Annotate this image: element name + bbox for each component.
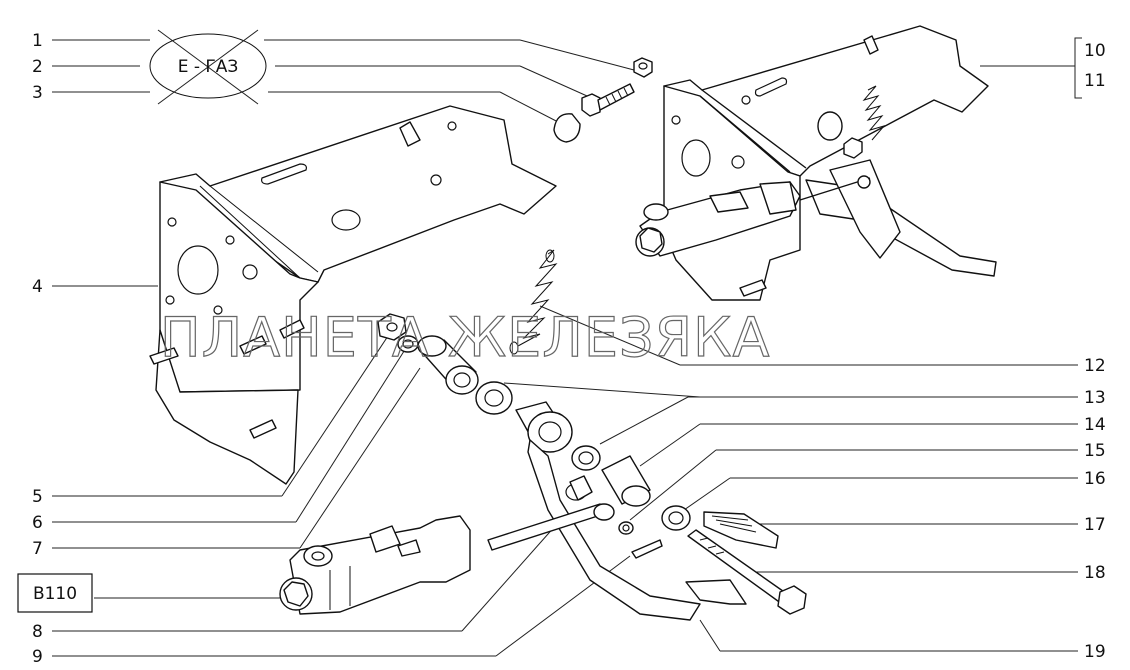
callout-1: 1 [32,31,43,51]
callout-5: 5 [32,487,43,507]
pedal-pad-17 [703,511,779,549]
bolt-18 [687,529,807,615]
master-cylinder-b110 [279,515,471,615]
sleeve-15 [601,455,651,507]
bolt-2 [581,83,635,117]
pedal-bracket-4 [149,105,557,485]
pedal-19 [527,439,747,621]
callout-14: 14 [1084,415,1106,435]
callout-12: 12 [1084,356,1106,376]
variant-crossed-label: E - ГАЗ [149,29,267,105]
model-box-label: B110 [33,584,77,604]
callout-8: 8 [32,622,43,642]
cap-3 [553,113,581,143]
pin-8 [487,503,615,551]
model-box: B110 [17,573,93,613]
callout-11: 11 [1084,71,1106,91]
washer-14 [571,445,601,471]
callout-6: 6 [32,513,43,533]
bushing-13b [515,401,573,453]
callout-15: 15 [1084,441,1106,461]
callout-4: 4 [32,277,43,297]
callout-7: 7 [32,539,43,559]
leader-lines [52,39,1078,657]
callout-9: 9 [32,647,43,667]
bracket-10-11 [1074,37,1082,99]
callout-18: 18 [1084,563,1106,583]
callout-16: 16 [1084,469,1106,489]
callout-3: 3 [32,83,43,103]
right-callouts: 10 11 12 13 14 15 16 17 18 19 [1084,41,1106,662]
nut-1 [633,57,653,78]
bushing-13a [475,381,513,415]
return-spring-12 [509,249,558,355]
pedal-bracket-assembled-10-11 [635,25,997,301]
callout-17: 17 [1084,515,1106,535]
washer-small [618,521,634,535]
washer-16 [661,505,691,531]
variant-label: E - ГАЗ [178,57,239,77]
callout-19: 19 [1084,642,1106,662]
cotter-pin-9 [631,539,663,559]
nut-5 [377,313,407,341]
left-callouts: 1 2 3 4 5 6 7 8 9 [32,31,43,667]
callout-10: 10 [1084,41,1106,61]
callout-2: 2 [32,57,43,77]
watermark-text: ПЛАНЕТА ЖЕЛЕЗЯКА [160,306,770,369]
callout-13: 13 [1084,388,1106,408]
bushing-7 [417,335,479,395]
